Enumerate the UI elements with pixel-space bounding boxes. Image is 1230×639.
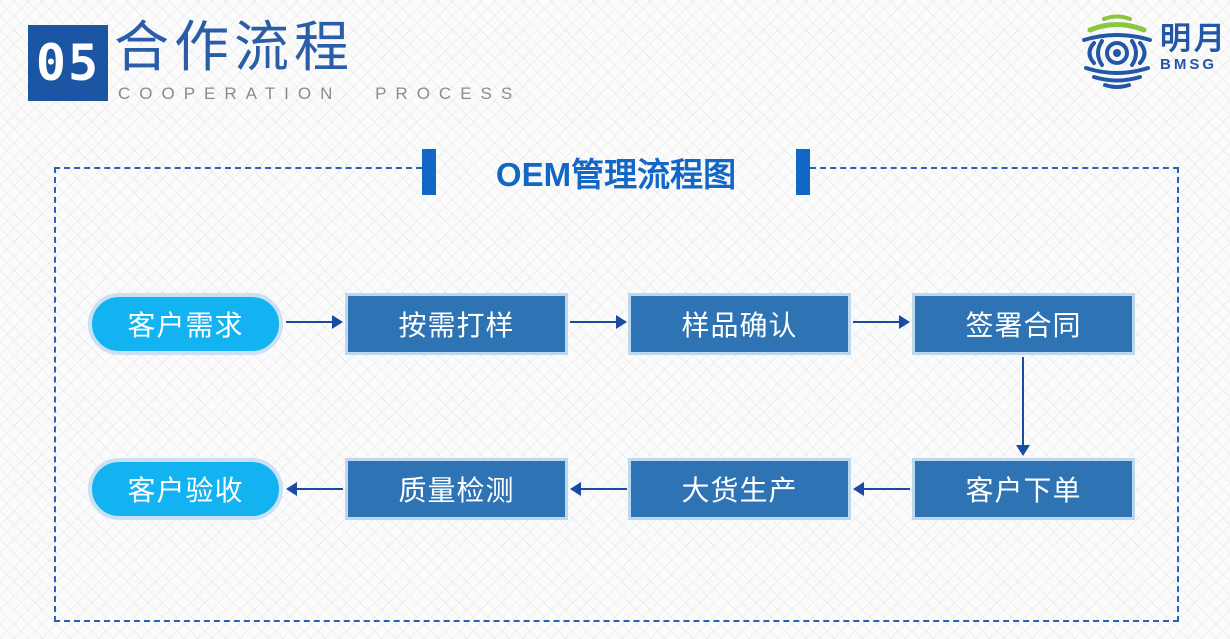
flow-node-contract-signing: 签署合同: [912, 293, 1135, 355]
logo-company-name: 明月: [1160, 21, 1228, 56]
diagram-frame: [54, 167, 1179, 622]
arrow-left-icon: [286, 482, 343, 496]
title-accent-bar-right-icon: [796, 149, 810, 195]
diagram-title: OEM管理流程图: [495, 156, 737, 193]
page-subtitle: COOPERATION PROCESS: [118, 84, 522, 103]
diagram-frame-top-left-segment: [54, 167, 422, 169]
arrow-right-icon: [853, 315, 910, 329]
diagram-title-group: OEM管理流程图: [422, 149, 810, 195]
arrow-left-icon: [570, 482, 627, 496]
arrow-down-icon: [1016, 357, 1030, 456]
arrow-right-icon: [570, 315, 627, 329]
company-logo-icon: [1076, 10, 1158, 92]
flow-node-quality-inspection: 质量检测: [345, 458, 568, 520]
flow-node-customer-order: 客户下单: [912, 458, 1135, 520]
flow-node-mass-production: 大货生产: [628, 458, 851, 520]
company-logo-text: 明月 BMSG: [1160, 21, 1228, 74]
flow-node-customer-demand: 客户需求: [88, 293, 283, 355]
title-accent-bar-left-icon: [422, 149, 436, 195]
section-number: 05: [28, 25, 108, 101]
flow-node-sampling-on-demand: 按需打样: [345, 293, 568, 355]
flow-node-sample-confirmation: 样品确认: [628, 293, 851, 355]
diagram-frame-top-right-segment: [810, 167, 1179, 169]
logo-company-abbr: BMSG: [1160, 56, 1217, 74]
page-title: 合作流程: [114, 15, 355, 79]
arrow-right-icon: [286, 315, 343, 329]
arrow-left-icon: [853, 482, 910, 496]
flow-node-customer-acceptance: 客户验收: [88, 458, 283, 520]
